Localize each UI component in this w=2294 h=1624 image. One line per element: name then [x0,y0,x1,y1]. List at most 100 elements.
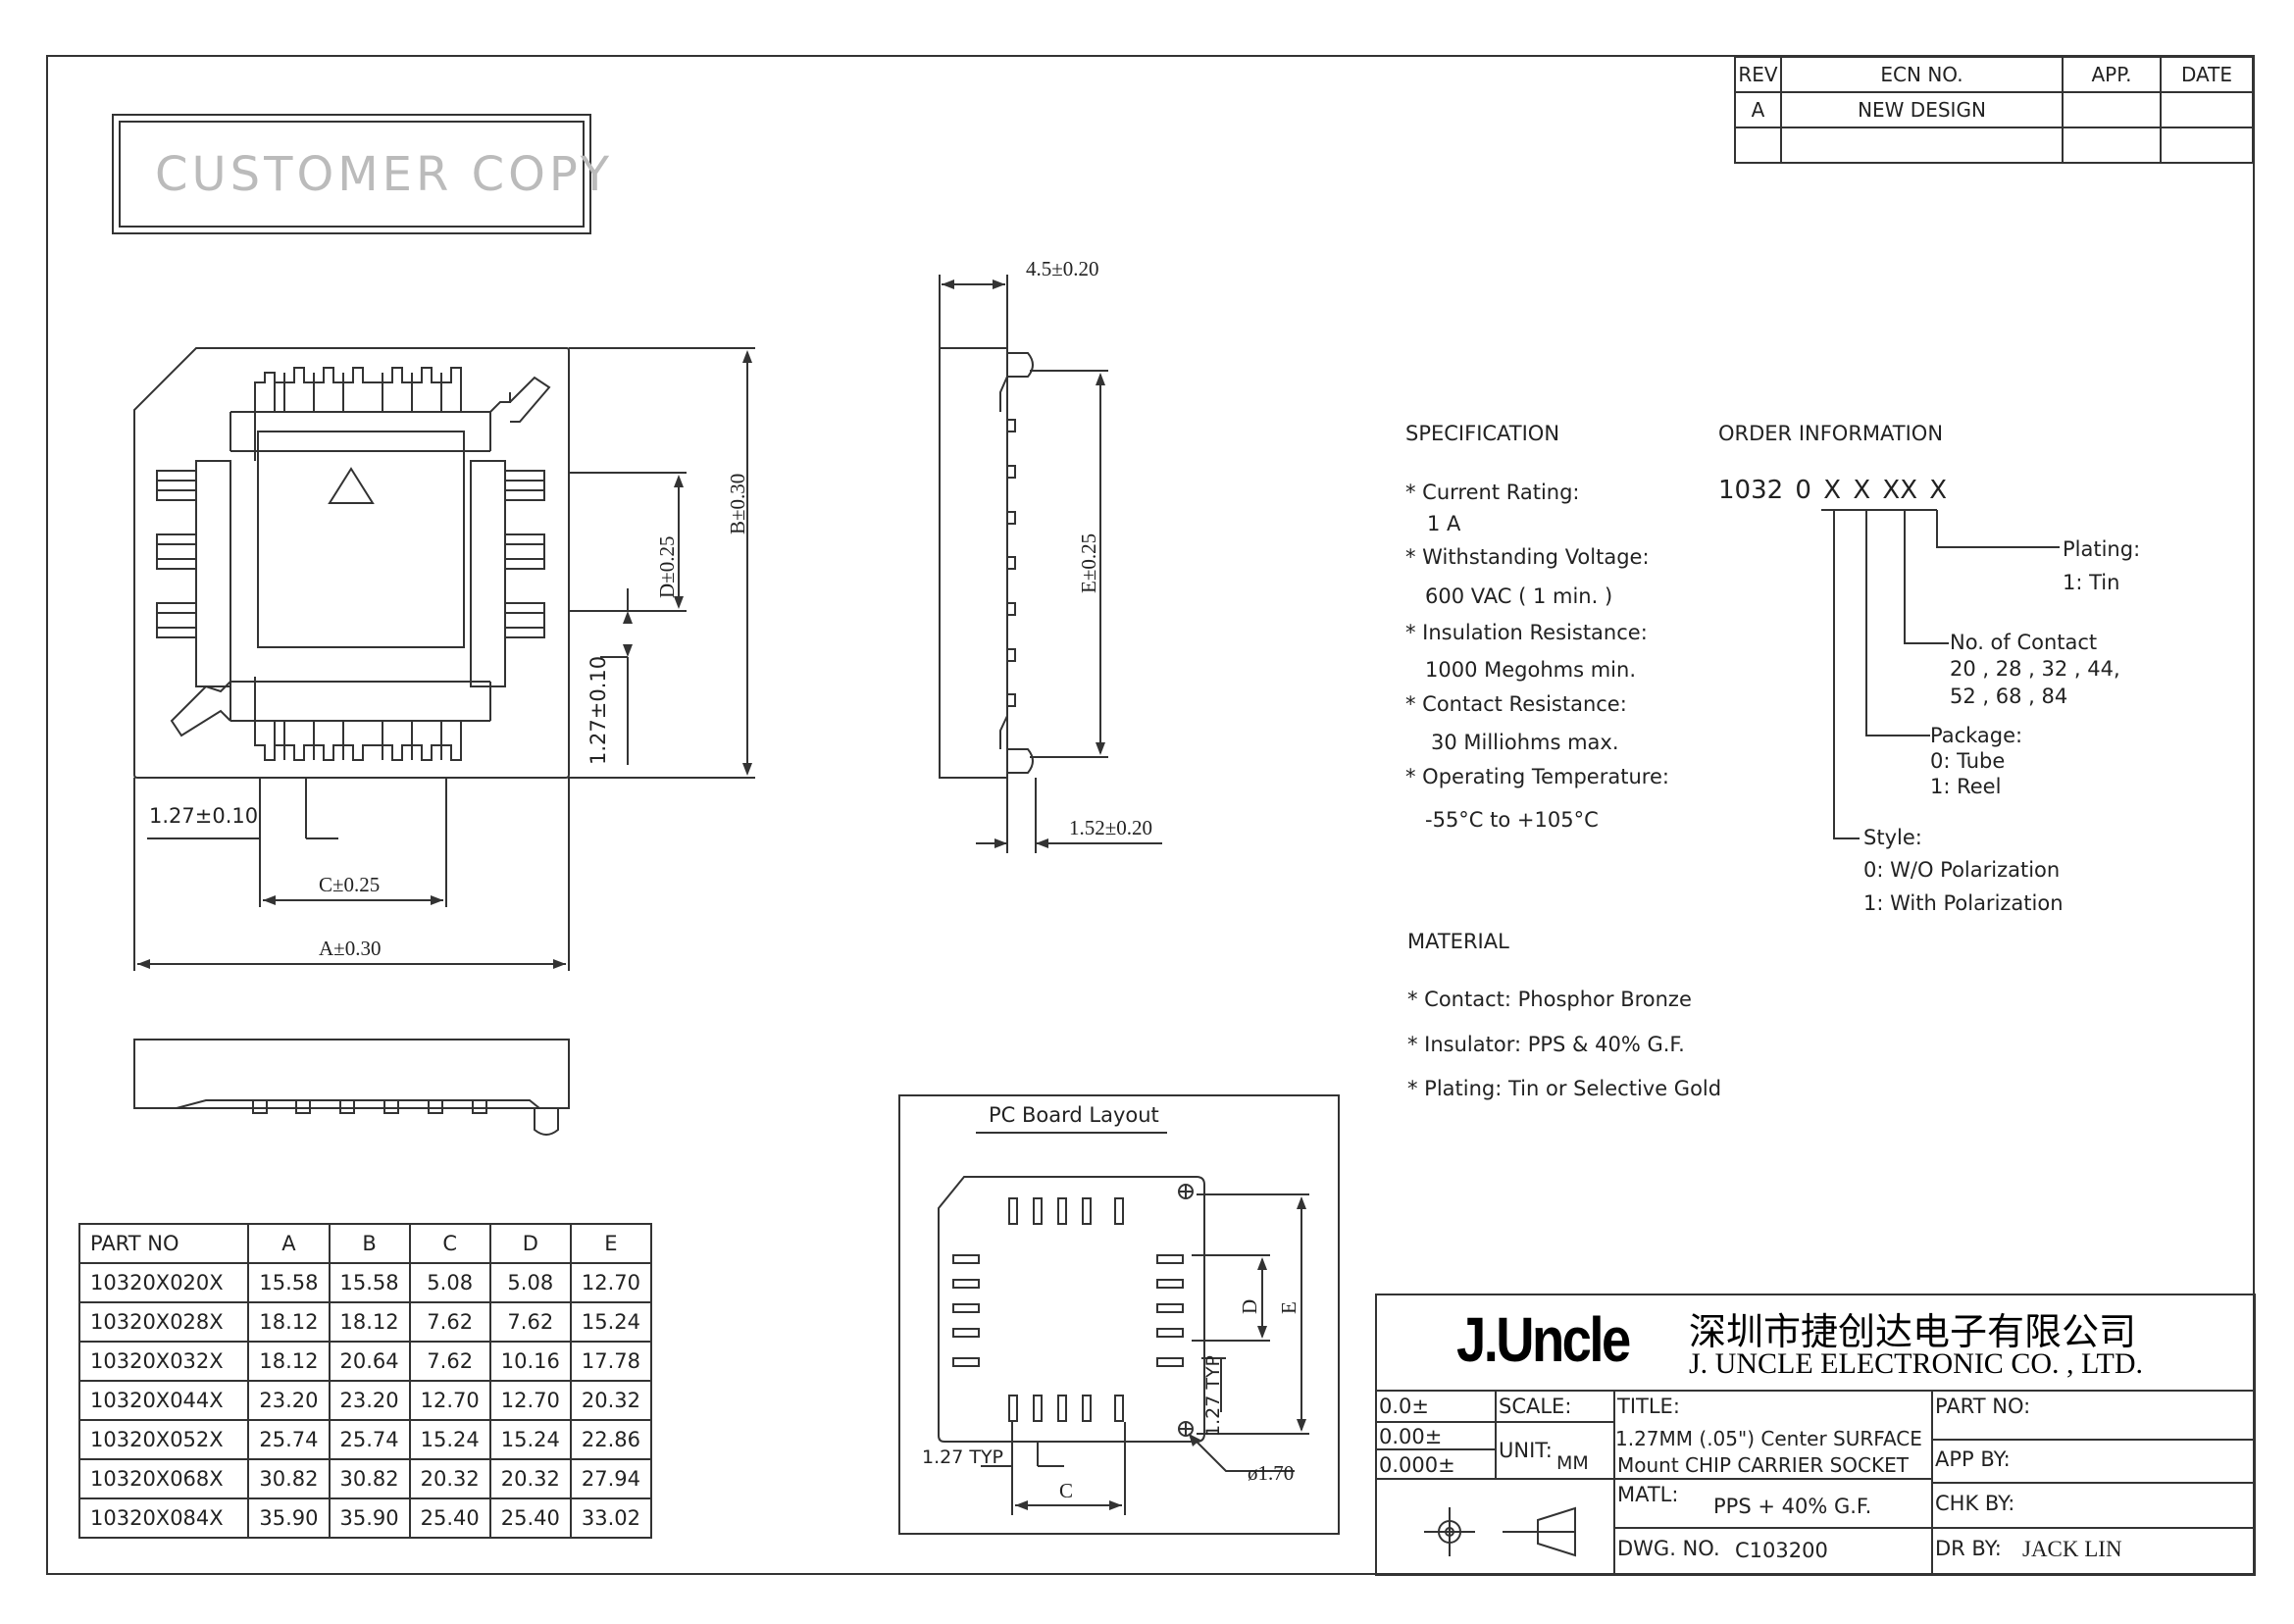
a-cell: 18.12 [247,1341,331,1382]
ecn-header: ECN NO. [1780,56,2064,93]
spec-item: * Withstanding Voltage: [1405,545,1650,569]
order-plating-label: Plating: [2063,537,2141,561]
order-style-value: 1: With Polarization [1863,891,2064,915]
order-contact-values: 20 , 28 , 32 , 44, [1950,657,2120,681]
a-cell: 23.20 [247,1380,331,1421]
revision-row: A NEW DESIGN [1734,91,2254,128]
b-cell: 15.58 [328,1262,411,1303]
col-c-header: C [408,1223,491,1264]
part-no-cell: 10320X044X [77,1380,250,1421]
c-cell: 5.08 [408,1262,491,1303]
tolerance-3: 0.000± [1379,1453,1455,1477]
revision-row [1734,127,2254,164]
pcb-dim-d: D [1238,1298,1261,1314]
d-cell: 10.16 [488,1341,572,1382]
pcb-dim-e: E [1277,1301,1300,1314]
col-a-header: A [247,1223,331,1264]
pcb-typ-h: 1.27 TYP [922,1446,1004,1468]
rev-cell: A [1734,91,1782,128]
parts-header-row: PART NO A B C D E [77,1223,653,1264]
d-cell: 15.24 [488,1419,572,1460]
order-code: 1032 0 X X XX X [1718,476,1948,505]
title-label: TITLE: [1617,1395,1680,1418]
dwg-value: C103200 [1735,1539,1828,1562]
order-package-value: 0: Tube [1930,749,2006,773]
ecn-cell [1780,127,2064,164]
order-contact-label: No. of Contact [1950,631,2098,654]
a-cell: 30.82 [247,1458,331,1499]
chk-by-label: CHK BY: [1935,1492,2015,1515]
spec-item: -55°C to +105°C [1425,808,1599,832]
date-cell [2160,91,2254,128]
spec-item: * Insulation Resistance: [1405,621,1648,644]
dr-by-label: DR BY: [1935,1537,2002,1560]
spec-item: 30 Milliohms max. [1431,731,1619,754]
dim-b: B±0.30 [726,473,749,534]
dim-pitch-h: 1.27±0.10 [149,804,259,828]
rev-cell [1734,127,1782,164]
dim-top-width: 4.5±0.20 [1026,257,1099,280]
order-package-value: 1: Reel [1930,775,2002,798]
order-style-value: 0: W/O Polarization [1863,858,2061,882]
dim-e: E±0.25 [1077,533,1100,593]
c-cell: 20.32 [408,1458,491,1499]
revision-header-row: REV ECN NO. APP. DATE [1734,56,2254,93]
rev-header: REV [1734,56,1782,93]
d-cell: 5.08 [488,1262,572,1303]
part-no-header: PART NO [77,1223,250,1264]
app-cell [2062,127,2162,164]
app-header: APP. [2062,56,2162,93]
b-cell: 25.74 [328,1419,411,1460]
dr-by-value: JACK LIN [2022,1537,2122,1561]
order-heading: ORDER INFORMATION [1718,422,1944,445]
order-plating-value: 1: Tin [2063,571,2120,594]
pcb-typ-v: 1.27 TYP [1202,1354,1224,1437]
ecn-cell: NEW DESIGN [1780,91,2064,128]
spec-item: 600 VAC ( 1 min. ) [1425,584,1613,608]
a-cell: 25.74 [247,1419,331,1460]
pcb-hole: ø1.70 [1248,1461,1295,1485]
unit-label: UNIT: [1499,1439,1553,1462]
dim-standoff: 1.52±0.20 [1069,816,1153,839]
scale-label: SCALE: [1499,1395,1572,1418]
dim-pitch-v: 1.27±0.10 [586,655,610,765]
b-cell: 30.82 [328,1458,411,1499]
spec-item: * Current Rating: [1405,481,1580,504]
order-package-label: Package: [1930,724,2023,747]
title-block: J.Uncle 深圳市捷创达电子有限公司 J. UNCLE ELECTRONIC… [1375,1294,2256,1576]
order-contact-values: 52 , 68 , 84 [1950,685,2068,708]
c-cell: 25.40 [408,1497,491,1539]
unit-value: MM [1556,1452,1589,1474]
spec-item: * Contact Resistance: [1405,692,1627,716]
part-no-cell: 10320X032X [77,1341,250,1382]
e-cell: 20.32 [569,1380,653,1421]
company-name-cn: 深圳市捷创达电子有限公司 [1689,1310,2137,1353]
revision-table: REV ECN NO. APP. DATE A NEW DESIGN [1734,56,2254,164]
part-no-cell: 10320X028X [77,1301,250,1343]
part-no-label: PART NO: [1935,1395,2031,1418]
customer-copy-stamp: CUSTOMER COPY [155,147,614,202]
dim-c: C±0.25 [319,873,381,896]
e-cell: 33.02 [569,1497,653,1539]
b-cell: 35.90 [328,1497,411,1539]
app-by-label: APP BY: [1935,1447,2011,1471]
dim-a: A±0.30 [319,937,382,960]
c-cell: 12.70 [408,1380,491,1421]
part-no-cell: 10320X084X [77,1497,250,1539]
part-no-cell: 10320X052X [77,1419,250,1460]
e-cell: 22.86 [569,1419,653,1460]
material-item: * Insulator: PPS & 40% G.F. [1407,1033,1685,1056]
company-logo: J.Uncle [1456,1304,1631,1375]
spec-item: 1 A [1427,512,1461,535]
c-cell: 15.24 [408,1419,491,1460]
date-cell [2160,127,2254,164]
part-no-cell: 10320X020X [77,1262,250,1303]
